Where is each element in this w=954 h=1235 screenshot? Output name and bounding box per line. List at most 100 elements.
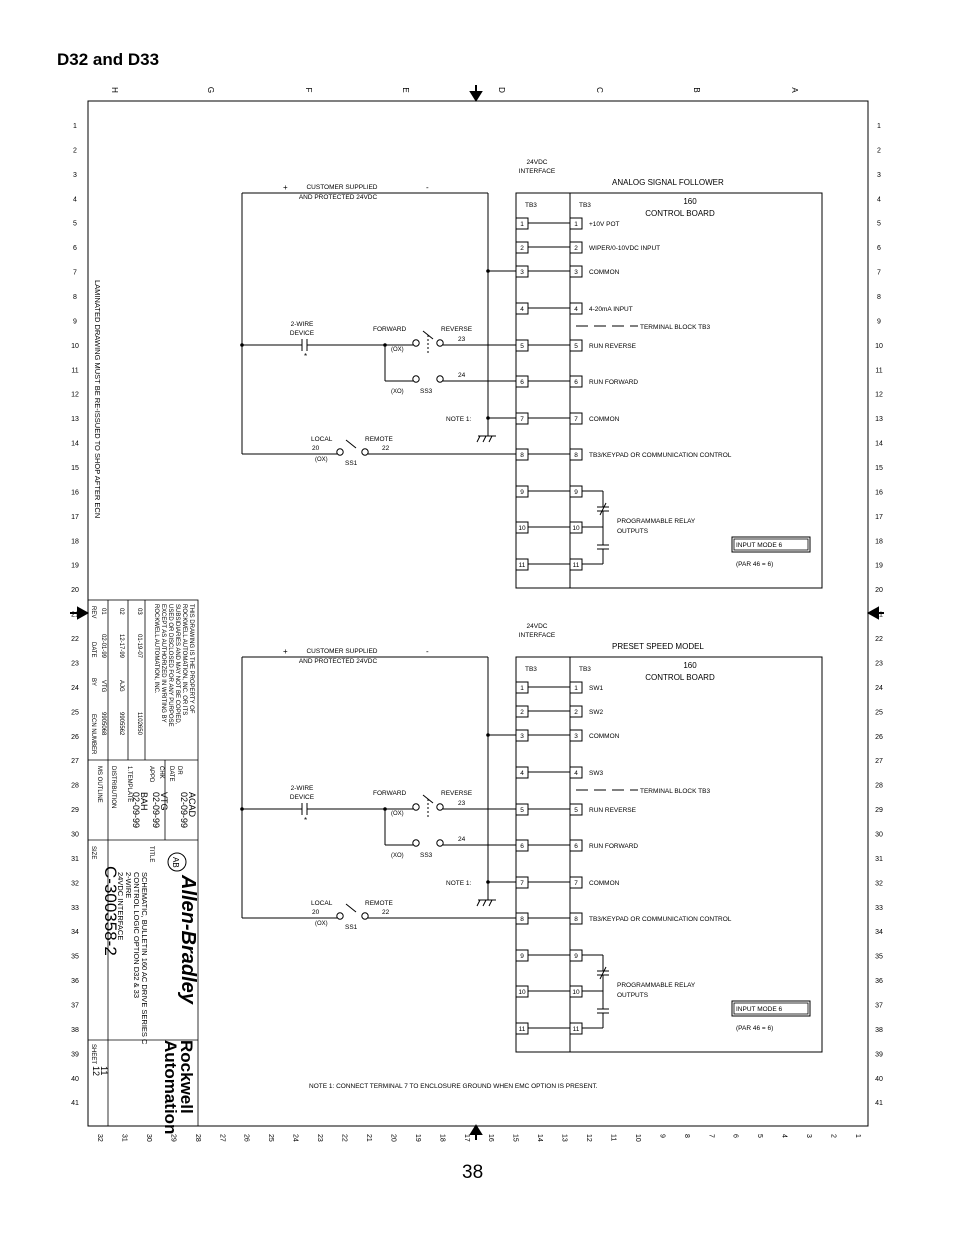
down-arrow-icon	[469, 85, 483, 102]
lamination-note: LAMINATED DRAWING MUST BE RE-ISSUED TO S…	[93, 280, 102, 518]
row-number: 31	[71, 856, 79, 863]
row-number: 16	[71, 489, 79, 496]
row-number: 32	[875, 880, 883, 887]
sheet-number: 11	[99, 1066, 109, 1075]
revision-header: REV	[90, 606, 96, 618]
row-number: 13	[71, 416, 79, 423]
contact-state: (XO)	[391, 853, 404, 859]
column-number: 13	[561, 1134, 568, 1142]
asterisk: *	[304, 352, 307, 361]
local-label: LOCAL	[311, 436, 333, 443]
terminal-number: 3	[520, 733, 524, 740]
terminal-number: 10	[518, 989, 526, 996]
row-number: 20	[875, 587, 883, 594]
column-number: 18	[438, 1134, 445, 1142]
interface-label: 24VDC	[527, 159, 548, 166]
column-number: 24	[292, 1134, 299, 1142]
field-label: DISTRIBUTION	[110, 766, 116, 808]
row-number: 11	[71, 367, 78, 374]
column-number: 28	[194, 1134, 201, 1142]
row-number: 24	[875, 685, 883, 692]
row-number: 6	[877, 245, 881, 252]
row-number: 36	[875, 978, 883, 985]
proprietary-notice: THIS DRAWING IS THE PROPERTY OF	[188, 604, 194, 714]
input-mode-box	[731, 536, 811, 553]
drawing-title: 2-WIRE	[124, 872, 133, 898]
row-number: 25	[875, 709, 883, 716]
terminal-number: 2	[574, 245, 578, 252]
row-number: 14	[875, 441, 883, 448]
row-number: 23	[71, 660, 79, 667]
row-number: 26	[71, 734, 79, 741]
model-title: ANALOG SIGNAL FOLLOWER	[612, 178, 724, 187]
proprietary-notice: SUBSIDIARIES AND MAY NOT BE COPIED,	[174, 604, 180, 725]
switch-label: SS1	[345, 924, 358, 931]
row-number: 26	[875, 734, 883, 741]
row-number: 38	[71, 1027, 79, 1034]
revision-header: ECN NUMBER	[90, 714, 96, 755]
local-label: LOCAL	[311, 900, 333, 907]
column-letter: G	[206, 87, 215, 93]
column-number: 23	[316, 1134, 323, 1142]
proprietary-notice: ROCKWELL AUTOMATION, INC. OR ITS	[181, 604, 187, 715]
supply-label: AND PROTECTED 24VDC	[299, 194, 378, 201]
column-number: 22	[341, 1134, 348, 1142]
terminal-number: 2	[520, 709, 524, 716]
terminal-function-label: SW2	[589, 709, 603, 716]
terminal-function-label: TB3/KEYPAD OR COMMUNICATION CONTROL	[589, 916, 732, 923]
terminal-number: 7	[574, 880, 578, 887]
terminal-number: 9	[574, 953, 578, 960]
switch-label: SS1	[345, 460, 358, 467]
row-number: 8	[877, 294, 881, 301]
terminal-number: 1	[574, 685, 578, 692]
contact-number: 24	[458, 836, 466, 843]
column-number: 12	[585, 1134, 592, 1142]
supply-label: AND PROTECTED 24VDC	[299, 658, 378, 665]
terminal-right	[569, 412, 583, 425]
row-number: 19	[875, 563, 883, 570]
terminal-right	[569, 339, 583, 352]
up-arrow-icon	[469, 1124, 483, 1140]
row-number: 3	[73, 172, 77, 179]
field-label: CHK	[158, 766, 164, 779]
column-number: 25	[267, 1134, 274, 1142]
forward-label: FORWARD	[373, 326, 407, 333]
contact-number: 20	[312, 445, 320, 452]
column-number: 8	[683, 1134, 690, 1138]
input-mode-label: INPUT MODE 6	[736, 1006, 782, 1013]
row-number: 14	[71, 441, 79, 448]
row-number: 19	[71, 563, 79, 570]
row-number: 17	[71, 514, 79, 521]
contact-terminal	[412, 375, 420, 383]
row-number: 40	[875, 1076, 883, 1083]
input-mode-box	[731, 1000, 811, 1017]
row-number: 37	[71, 1002, 79, 1009]
column-number: 26	[243, 1134, 250, 1142]
terminal-number: 9	[520, 489, 524, 496]
contact-terminal	[436, 339, 444, 347]
relay-label: OUTPUTS	[617, 528, 649, 535]
terminal-number: 11	[519, 1026, 526, 1033]
supply-label: CUSTOMER SUPPLIED	[306, 184, 377, 191]
row-number: 38	[875, 1027, 883, 1034]
supply-label: CUSTOMER SUPPLIED	[306, 648, 377, 655]
drafter-date: 02-09-99	[179, 792, 189, 828]
input-mode-label: INPUT MODE 6	[736, 542, 782, 549]
row-number: 30	[875, 831, 883, 838]
drawing-title: SCHEMATIC, BULLETIN 160 AC DRIVE SERIES …	[140, 872, 149, 1045]
row-number: 10	[71, 343, 79, 350]
relay-label: PROGRAMMABLE RELAY	[617, 518, 696, 525]
junction-dot	[383, 343, 387, 347]
terminal-function-label: 4-20mA INPUT	[589, 306, 633, 313]
drawing-title: CONTROL LOGIC OPTION D32 & 33	[132, 872, 141, 998]
terminal-number: 8	[520, 452, 524, 459]
column-number: 27	[218, 1134, 225, 1142]
junction-dot	[486, 416, 490, 420]
tb3-label: TB3	[525, 666, 537, 673]
drafter: ACAD	[187, 792, 197, 818]
proprietary-notice: ROCKWELL AUTOMATION, INC.	[153, 604, 159, 694]
contact-state: (OX)	[391, 347, 404, 353]
row-number: 10	[875, 343, 883, 350]
row-number: 41	[71, 1100, 79, 1107]
terminal-number: 4	[574, 770, 578, 777]
